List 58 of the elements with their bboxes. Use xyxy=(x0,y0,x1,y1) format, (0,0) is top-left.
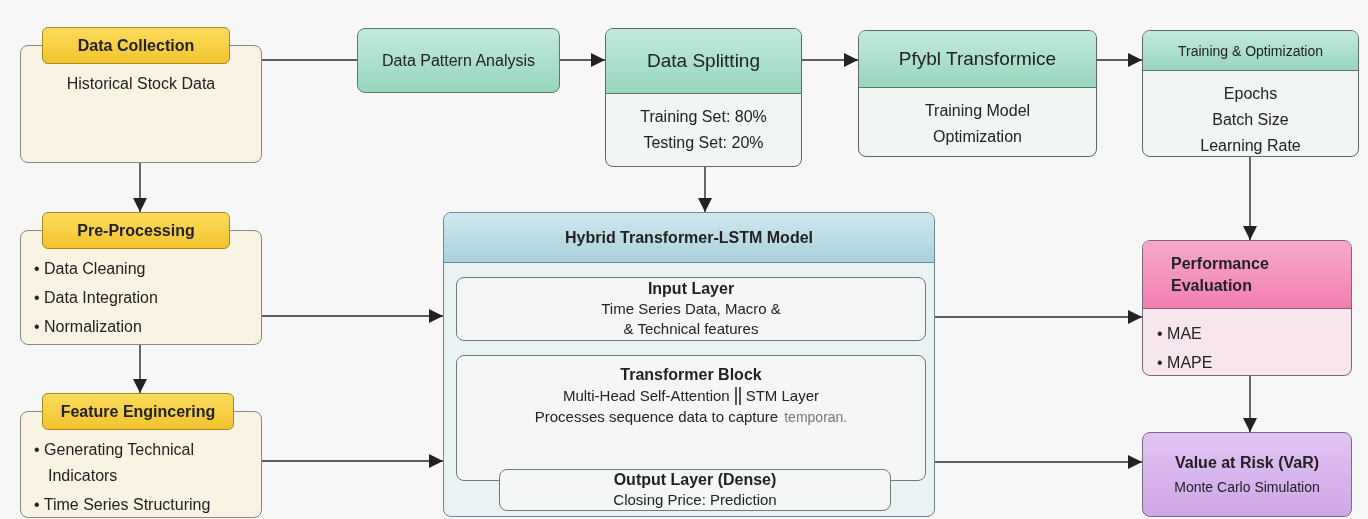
layer-box xyxy=(456,277,926,341)
arrow xyxy=(133,344,147,394)
node-text: Processes sequence data to capture xyxy=(534,407,779,427)
process-card xyxy=(605,28,802,167)
process-card xyxy=(1142,240,1352,376)
node-title: Data Pattern Analysis xyxy=(382,50,535,71)
model-panel xyxy=(443,212,935,517)
node-title: Hybrid Transformer-LSTM Model xyxy=(565,227,813,248)
node-title: Output Layer (Dense) xyxy=(613,470,777,490)
arrow xyxy=(1243,375,1257,433)
process-card xyxy=(20,393,262,518)
node-text: temporan. xyxy=(784,408,848,427)
node-text: Monte Carlo Simulation xyxy=(1174,478,1320,497)
node-text: Training Set: 80% xyxy=(640,107,767,127)
arrow xyxy=(1096,53,1143,67)
node-title: Performance Evaluation xyxy=(1171,253,1270,296)
arrow xyxy=(559,53,606,67)
arrow xyxy=(133,162,147,213)
node-text: Historical Stock Data xyxy=(66,74,216,94)
bullet-item: • Data Integration xyxy=(34,288,159,308)
bullet-item: • Generating Technical Indicators xyxy=(34,440,196,486)
node-title: Input Layer xyxy=(647,279,735,299)
node-text: STM Layer xyxy=(745,386,820,406)
arrow xyxy=(261,454,444,468)
arrow xyxy=(934,310,1143,324)
arrow xyxy=(934,455,1143,469)
node-title: Training & Optimization xyxy=(1178,41,1323,61)
header-tab: Feature Engincering xyxy=(42,393,234,430)
process-card xyxy=(20,27,262,163)
layer-box xyxy=(499,469,891,511)
bullet-item: • Data Cleaning xyxy=(34,259,147,279)
node-text: Learning Rate xyxy=(1200,136,1301,156)
process-box xyxy=(1142,432,1352,517)
process-card xyxy=(20,212,262,345)
arrow xyxy=(801,53,859,67)
node-text: Time Series Data, Macro & & Technical features xyxy=(601,299,781,339)
arrow xyxy=(698,166,712,213)
node-text: Epochs xyxy=(1223,84,1278,104)
bullet-item: • Time Series Structuring xyxy=(34,495,212,515)
process-box xyxy=(357,28,560,93)
node-title: Value at Risk (VaR) xyxy=(1174,453,1320,473)
bullet-item: • MAE xyxy=(1157,324,1203,344)
process-card xyxy=(858,30,1097,157)
bullet-item: • MAPE xyxy=(1157,353,1214,373)
node-text: Training Model Optimization xyxy=(923,101,1032,147)
arrow xyxy=(1243,156,1257,241)
node-title: Data Splitting xyxy=(647,50,760,72)
bullet-item: • Normalization xyxy=(34,317,143,337)
header-tab: Data Collection xyxy=(42,27,230,64)
arrow xyxy=(261,309,444,323)
node-text: Testing Set: 20% xyxy=(643,133,764,153)
process-card xyxy=(1142,30,1359,157)
node-title: Pfybl Transformice xyxy=(898,48,1057,70)
node-text: Multi-Head Self-Attention xyxy=(562,386,730,406)
node-title: Transformer Block xyxy=(620,365,762,385)
node-text: Batch Size xyxy=(1212,110,1289,130)
node-text: Closing Price: Prediction xyxy=(613,490,777,510)
header-tab: Pre-Processing xyxy=(42,212,230,249)
